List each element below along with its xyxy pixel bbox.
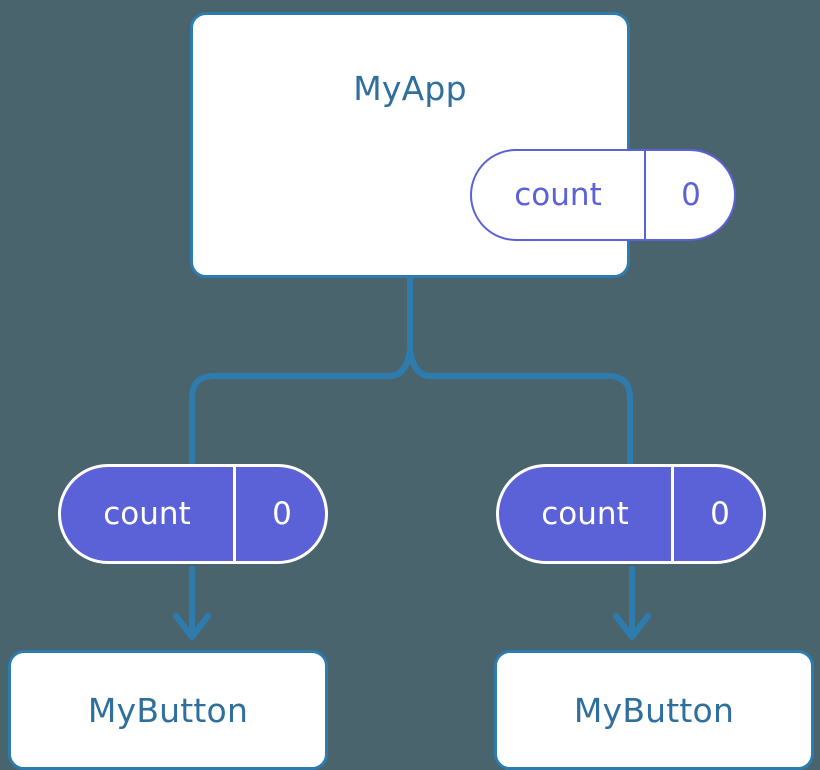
- props-pill-key: count: [499, 467, 674, 561]
- props-arrow-left: [173, 566, 211, 640]
- props-pill-key: count: [61, 467, 236, 561]
- state-pill-value: 0: [681, 176, 701, 213]
- props-pill-value: 0: [272, 495, 292, 532]
- branch-to-right-child: [407, 347, 633, 481]
- component-title-myapp: MyApp: [353, 69, 467, 108]
- props-pill-left[interactable]: count 0: [58, 464, 328, 564]
- state-pill-count[interactable]: count 0: [470, 149, 736, 241]
- component-node-mybutton-left[interactable]: MyButton: [8, 650, 328, 770]
- component-title-mybutton: MyButton: [573, 690, 735, 730]
- state-pill-key: count: [472, 151, 646, 239]
- props-pill-value: 0: [710, 495, 730, 532]
- props-pill-right[interactable]: count 0: [496, 464, 766, 564]
- component-title-mybutton: MyButton: [87, 690, 249, 730]
- branch-to-left-child: [189, 347, 413, 481]
- props-arrow-right: [613, 566, 651, 640]
- component-node-myapp[interactable]: MyApp count 0: [190, 12, 736, 278]
- component-node-mybutton-right[interactable]: MyButton: [494, 650, 814, 770]
